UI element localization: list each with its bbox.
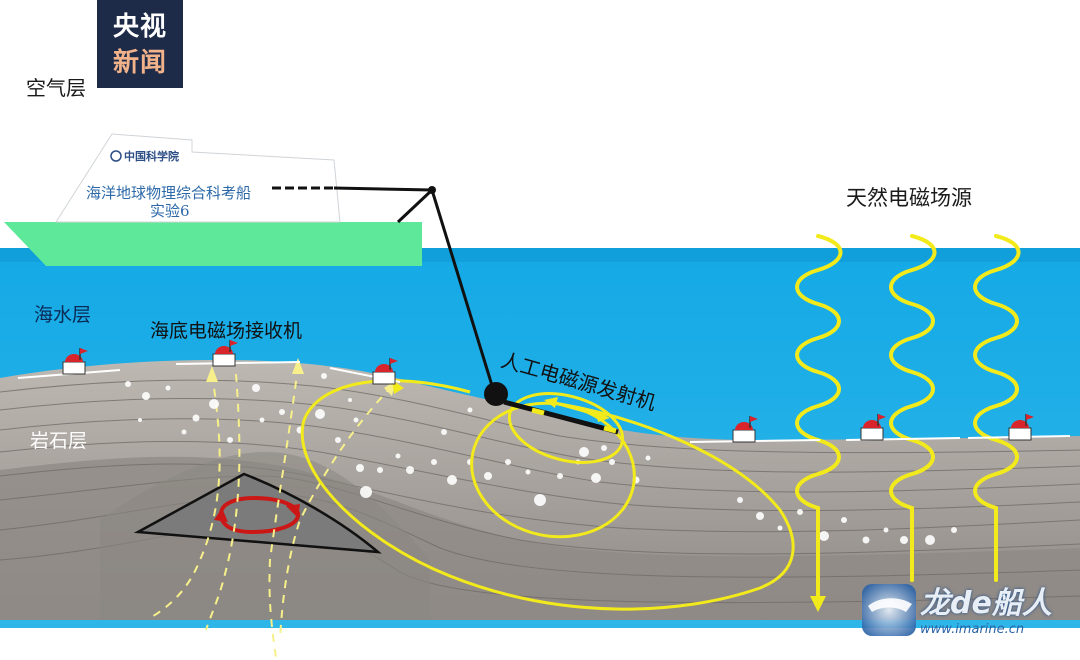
watermark: 龙de船人 www.imarine.cn [858,578,1058,642]
rock-layer-label: 岩石层 [30,430,88,452]
badge-line-1: 央视 [112,12,167,42]
ship-subtitle: 实验6 [150,202,190,220]
cctv-news-badge: 央视 新闻 [97,0,183,88]
seafloor-receiver-6 [1008,414,1034,441]
field-arrow-1 [206,366,218,382]
watermark-url: www.imarine.cn [920,622,1025,637]
transmitter-antenna [503,399,619,435]
natural-source-waves [795,234,1021,602]
ship-superstructure [55,133,341,223]
ship-logo-icon [110,150,122,162]
ship-name: 海洋地球物理综合科考船 [86,184,252,202]
watermark-logo-icon [862,584,916,636]
tow-cable [430,189,496,393]
ship-logo-text: 中国科学院 [124,150,179,163]
air-layer-label: 空气层 [26,76,86,100]
seafloor-receiver-5 [860,414,886,441]
ore-body [133,472,382,554]
seafloor-receiver-3 [372,358,398,385]
seafloor-receiver-label: 海底电磁场接收机 [150,320,303,342]
field-arrow-2 [292,358,304,374]
seafloor-receiver-1 [62,348,88,375]
wave-arrow [810,596,826,612]
secondary-field-lines [149,365,393,659]
seafloor-receiver-2 [212,340,238,367]
seawater-layer-label: 海水层 [34,304,92,326]
seafloor-receiver-4 [732,416,758,443]
badge-line-2: 新闻 [112,48,167,78]
dipole-arrow [551,400,603,418]
ship-hull [4,222,422,266]
a-frame [396,188,434,224]
watermark-title: 龙de船人 [920,586,1052,621]
transmitter-body [484,382,508,406]
sediment-particles [125,373,957,545]
natural-source-label: 天然电磁场源 [846,186,972,210]
